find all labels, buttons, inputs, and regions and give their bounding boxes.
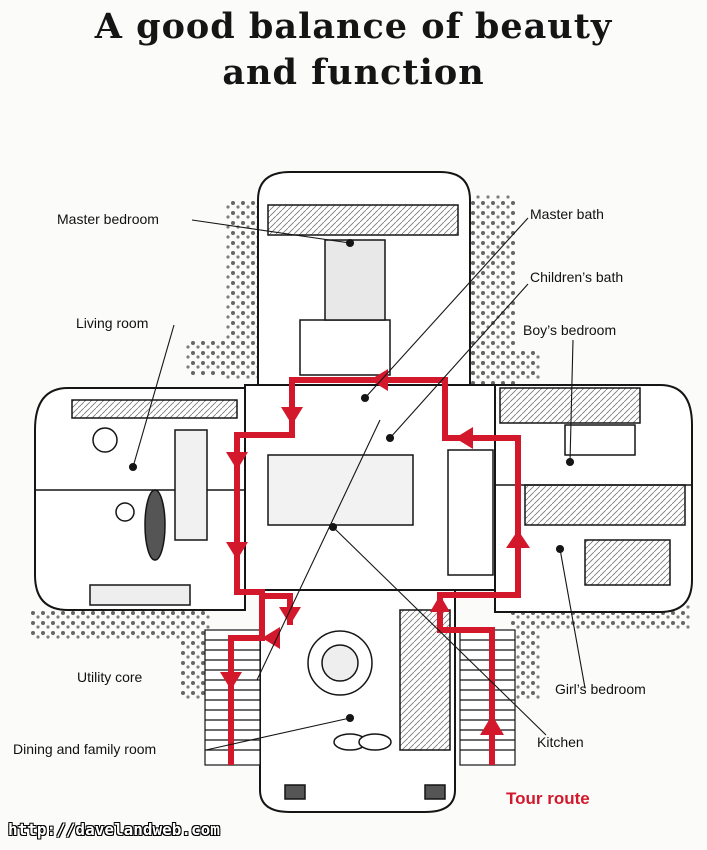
- route-arrow-up: [506, 530, 530, 548]
- label-master-bath: Master bath: [530, 206, 604, 222]
- foliage: [30, 195, 690, 700]
- route-arrow-left: [262, 627, 280, 649]
- route-arrow-down: [281, 407, 303, 425]
- label-living-room: Living room: [76, 315, 149, 331]
- label-dining-family-room: Dining and family room: [13, 741, 157, 757]
- label-childrens-bath: Children’s bath: [530, 269, 624, 285]
- route-arrow-left: [455, 427, 473, 449]
- route-arrow-down: [226, 542, 248, 560]
- leader-lines: [128, 217, 586, 751]
- route-arrow-up: [480, 715, 504, 735]
- label-boys-bedroom: Boy’s bedroom: [523, 322, 617, 338]
- route-arrow-down: [279, 607, 301, 625]
- label-tour-route: Tour route: [506, 789, 590, 808]
- label-master-bedroom: Master bedroom: [57, 211, 159, 227]
- route-arrow-left: [370, 369, 388, 391]
- title-line-1: A good balance of beauty: [94, 6, 613, 47]
- interior-walls: [35, 204, 692, 800]
- label-girls-bedroom: Girl’s bedroom: [555, 681, 646, 697]
- label-kitchen: Kitchen: [537, 734, 584, 750]
- route-arrow-down: [220, 672, 242, 690]
- watermark: http://davelandweb.com: [8, 820, 220, 839]
- label-utility-core: Utility core: [77, 669, 143, 685]
- title-line-2: and function: [222, 52, 485, 93]
- route-arrow-down: [226, 452, 248, 470]
- route-arrows: [220, 369, 530, 735]
- route-arrow-up: [430, 595, 450, 612]
